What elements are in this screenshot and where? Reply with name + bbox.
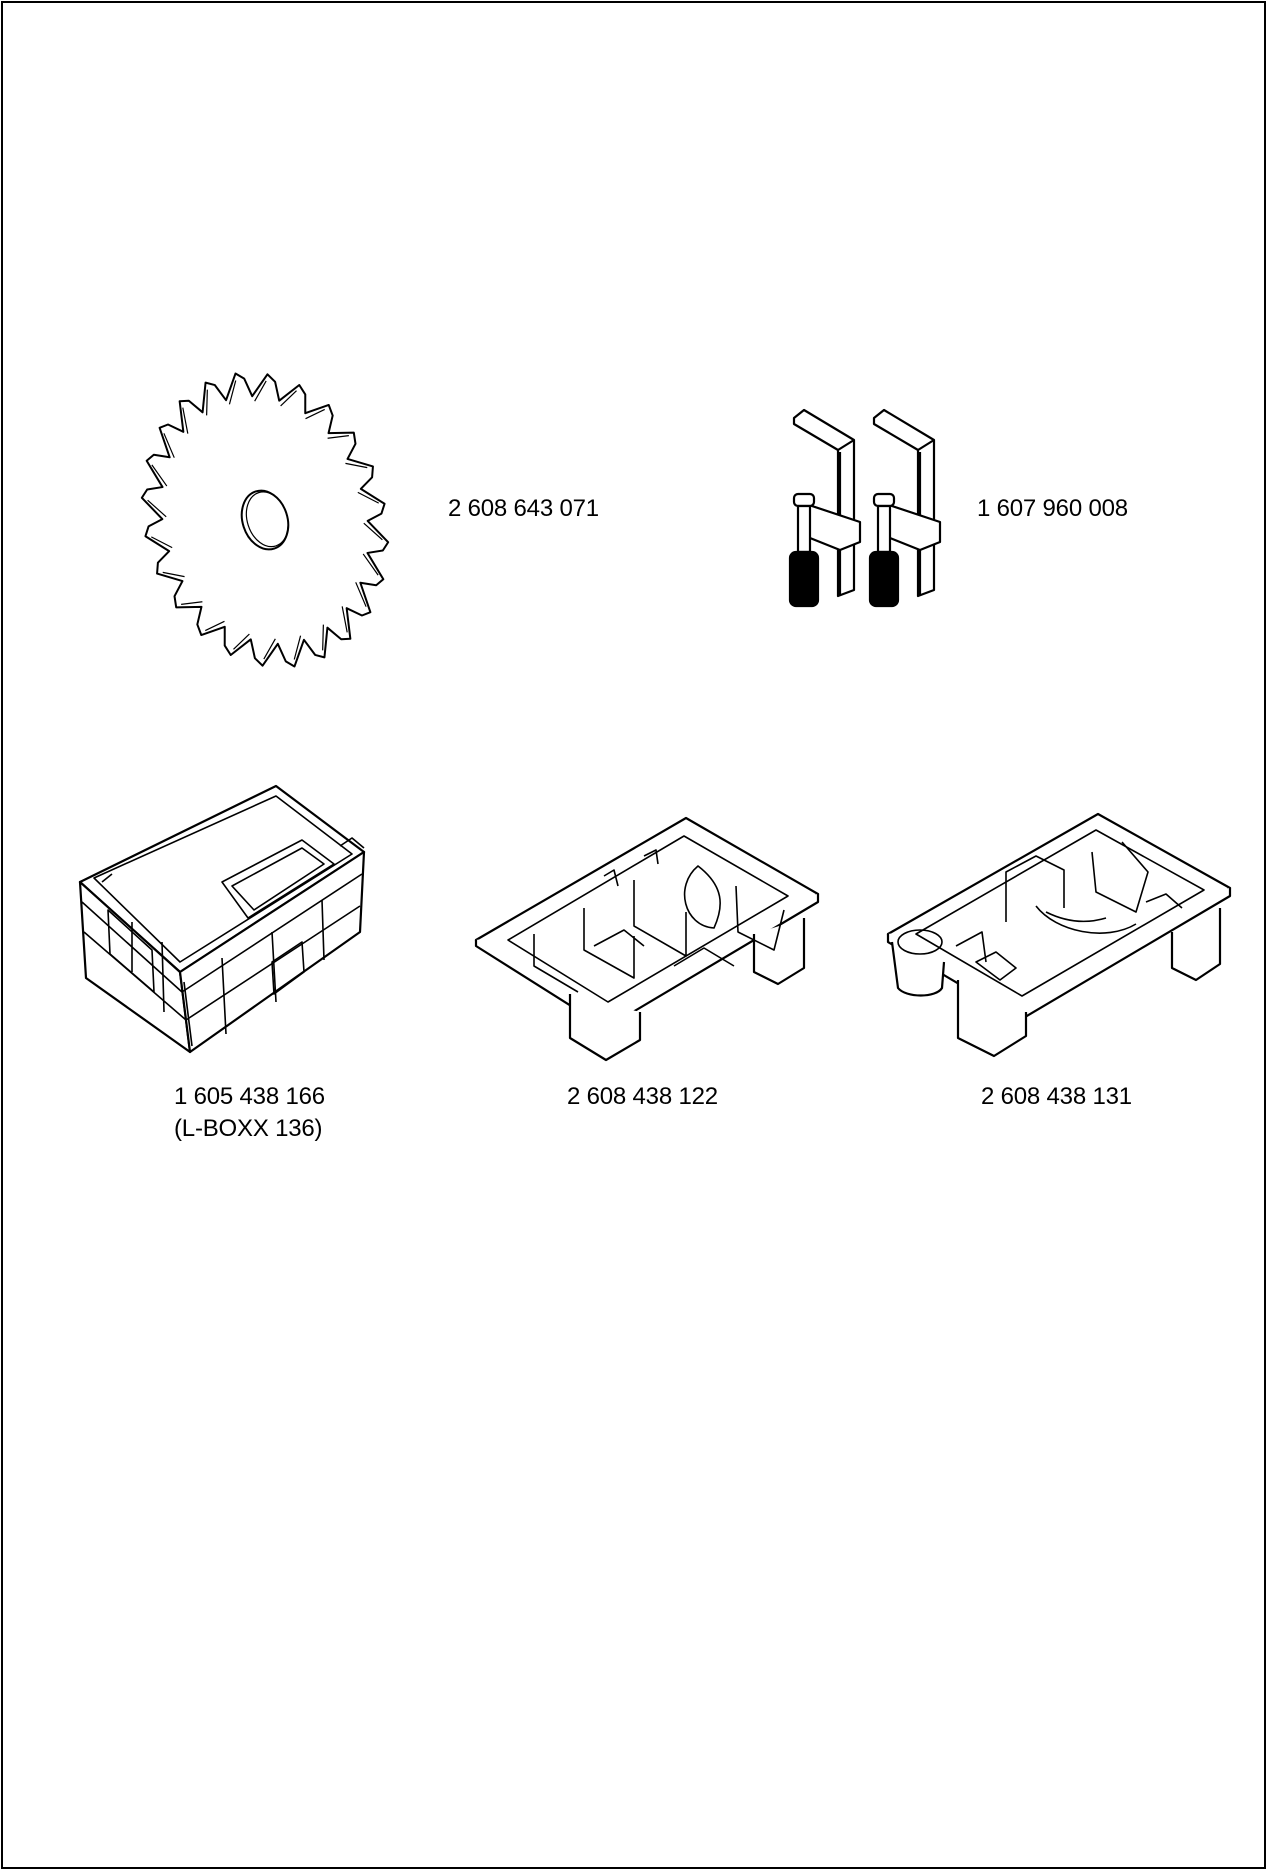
saw-blade-icon [135,355,395,675]
saw-blade-part-number: 2 608 643 071 [448,495,599,522]
clamp-icon [780,410,950,610]
case-model-note: (L-BOXX 136) [174,1115,323,1142]
insert-tray-b-part-number: 2 608 438 131 [981,1083,1132,1110]
insert-tray-a-icon [474,816,820,1056]
insert-tray-b-icon [886,812,1232,1058]
case-icon [72,782,432,1062]
clamps-part-number: 1 607 960 008 [977,495,1128,522]
insert-tray-a-part-number: 2 608 438 122 [567,1083,718,1110]
case-part-number: 1 605 438 166 [174,1083,325,1110]
